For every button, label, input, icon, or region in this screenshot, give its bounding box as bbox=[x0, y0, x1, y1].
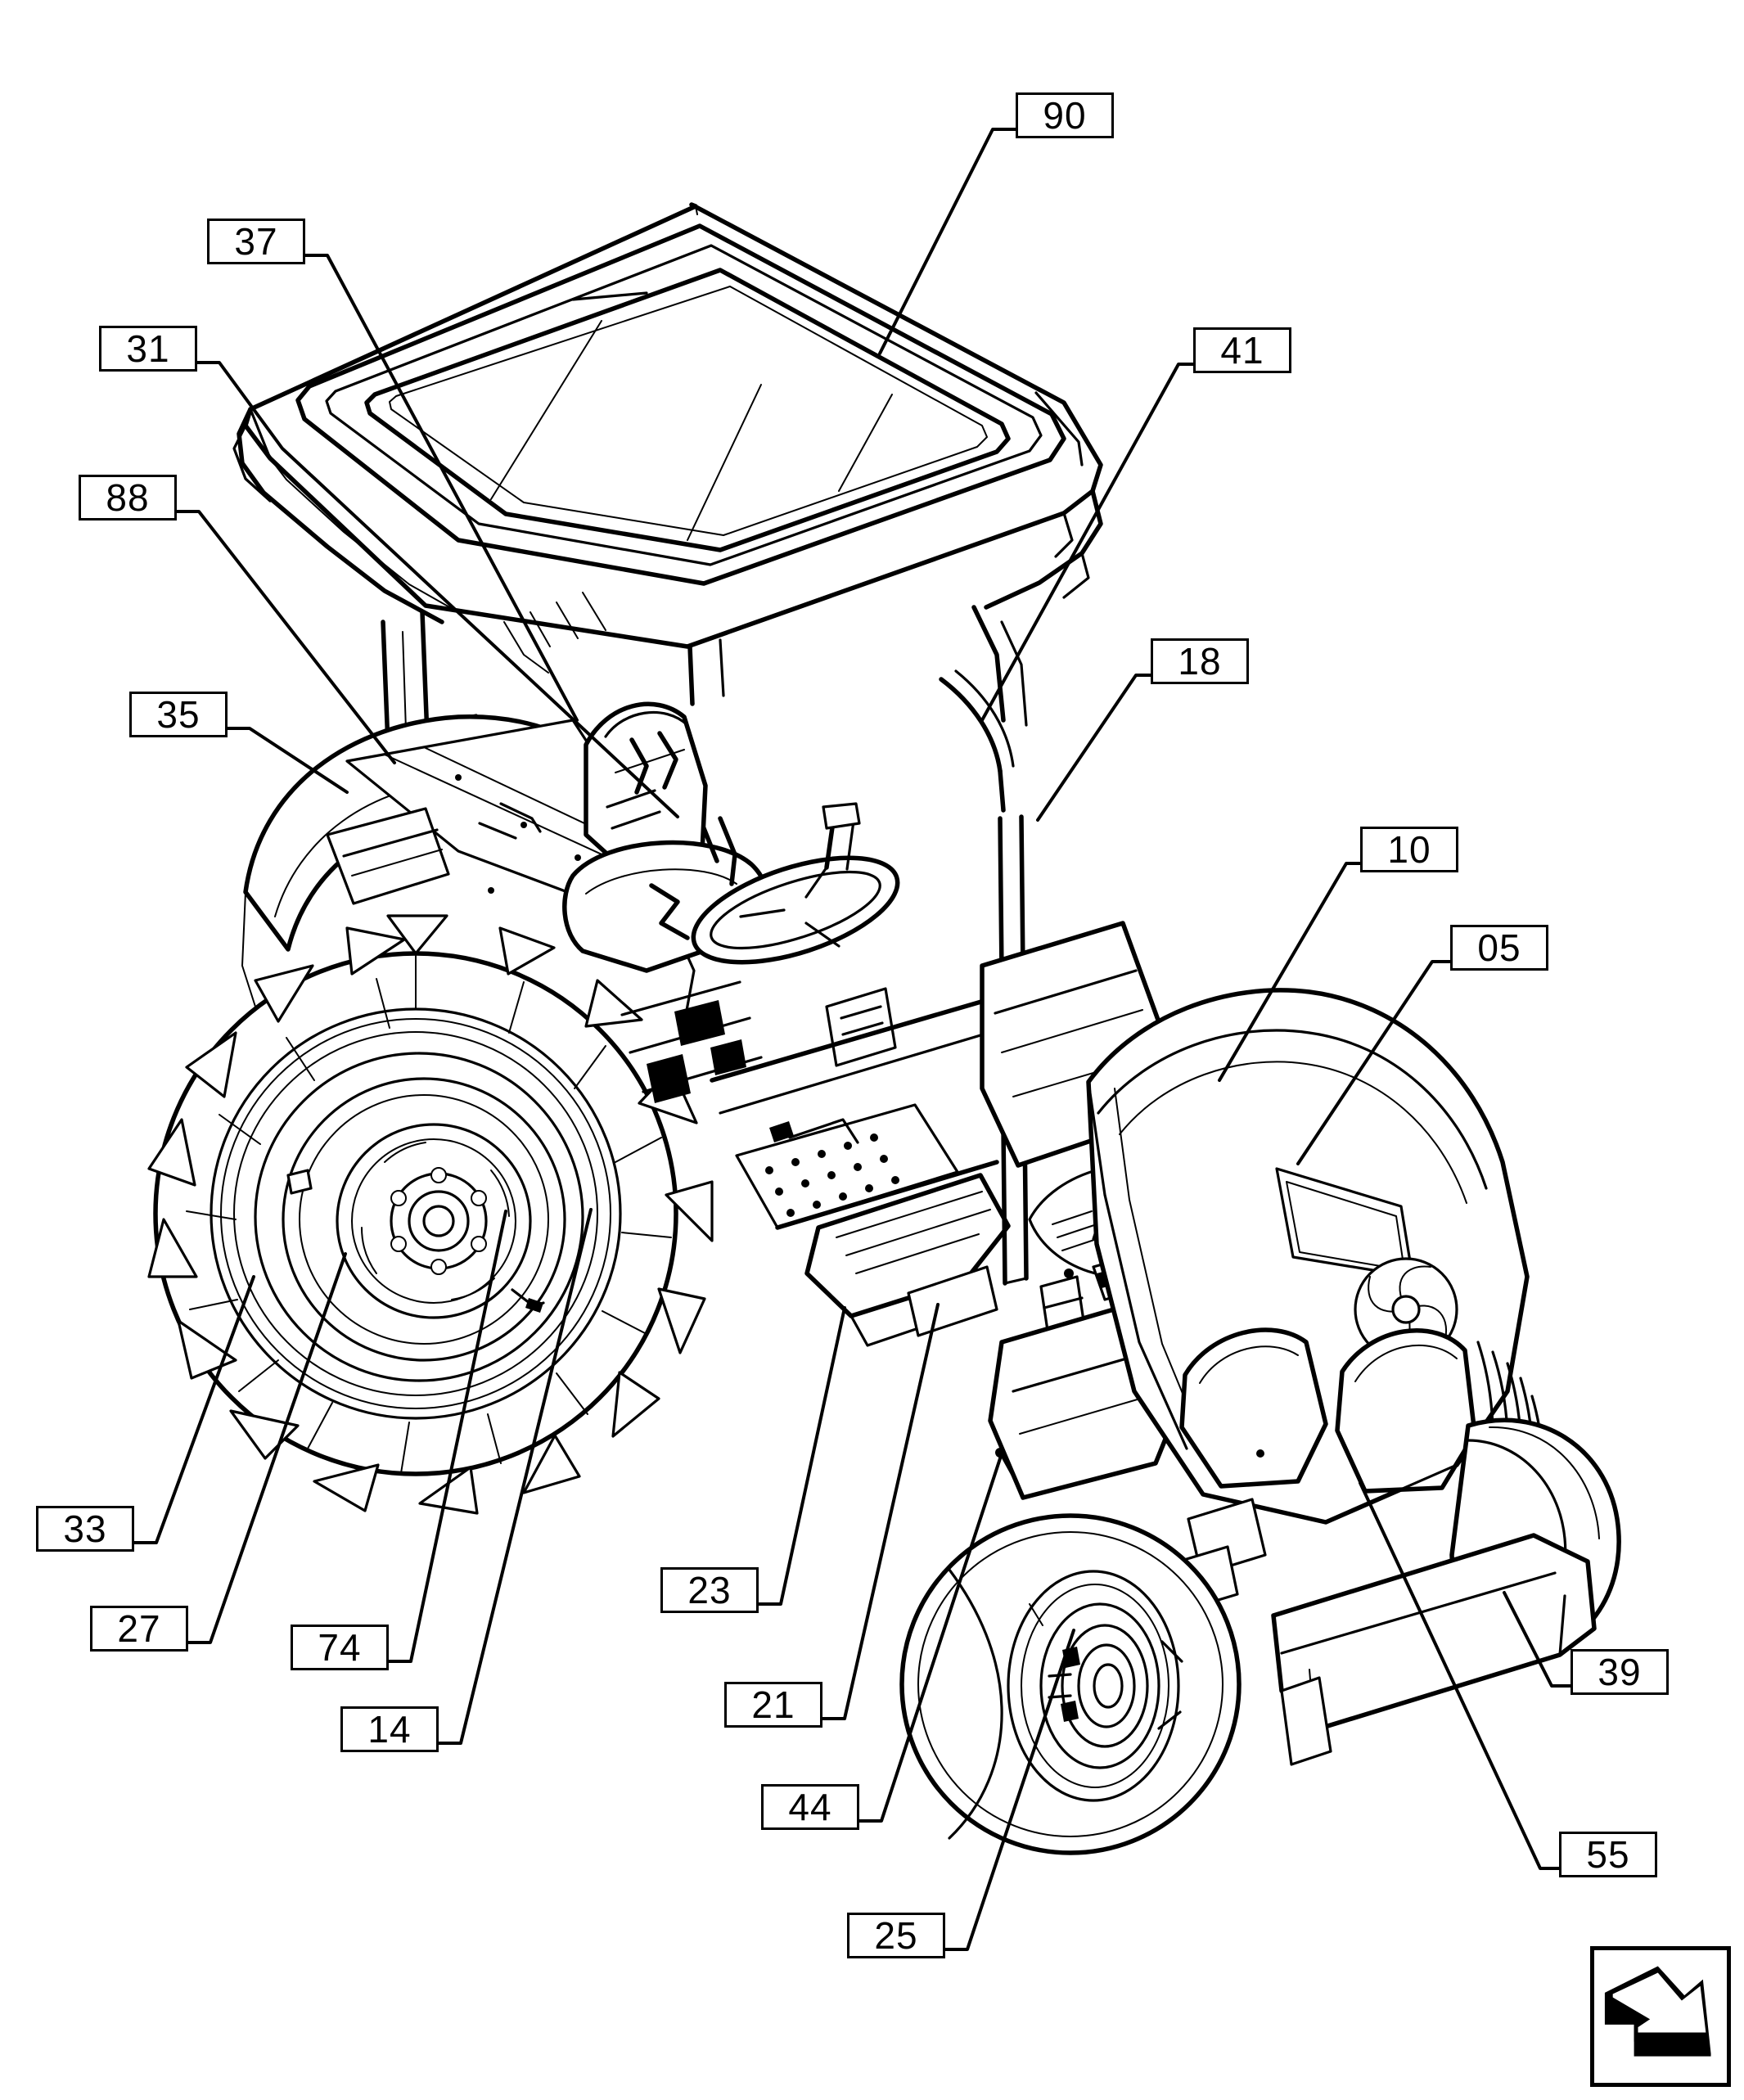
logo-mark-icon bbox=[1604, 1966, 1711, 2057]
callout-label: 39 bbox=[1598, 1651, 1642, 1693]
callout-74[interactable]: 74 bbox=[291, 1625, 389, 1670]
callout-label: 10 bbox=[1387, 828, 1431, 871]
callout-37[interactable]: 37 bbox=[207, 219, 305, 264]
steering-wheel bbox=[691, 802, 900, 965]
callout-31[interactable]: 31 bbox=[99, 326, 197, 372]
leader-39 bbox=[1503, 1591, 1572, 1688]
callout-90[interactable]: 90 bbox=[1016, 92, 1114, 138]
callout-39[interactable]: 39 bbox=[1571, 1649, 1669, 1695]
callout-25[interactable]: 25 bbox=[847, 1913, 945, 1958]
callout-23[interactable]: 23 bbox=[660, 1567, 759, 1613]
callout-21[interactable]: 21 bbox=[724, 1682, 822, 1728]
callout-35[interactable]: 35 bbox=[129, 692, 228, 737]
callout-label: 27 bbox=[117, 1607, 161, 1650]
callout-10[interactable]: 10 bbox=[1360, 827, 1458, 872]
leader-41 bbox=[980, 363, 1195, 722]
callout-33[interactable]: 33 bbox=[36, 1506, 134, 1552]
callout-label: 41 bbox=[1220, 329, 1264, 372]
leader-35 bbox=[226, 727, 349, 794]
callout-05[interactable]: 05 bbox=[1450, 925, 1548, 971]
callout-label: 74 bbox=[318, 1626, 362, 1669]
leader-25 bbox=[944, 1629, 1075, 1951]
callout-label: 55 bbox=[1586, 1833, 1630, 1876]
callout-18[interactable]: 18 bbox=[1151, 638, 1249, 684]
callout-label: 14 bbox=[367, 1708, 412, 1751]
leader-33 bbox=[133, 1275, 255, 1544]
operator-station bbox=[326, 701, 1029, 1230]
leader-44 bbox=[858, 1452, 1003, 1823]
callout-88[interactable]: 88 bbox=[79, 475, 177, 520]
canopy-assembly bbox=[232, 202, 1103, 706]
leader-31 bbox=[196, 361, 679, 818]
callout-label: 21 bbox=[751, 1683, 795, 1726]
callout-label: 37 bbox=[234, 220, 278, 263]
callout-27[interactable]: 27 bbox=[90, 1606, 188, 1652]
leader-05 bbox=[1296, 960, 1452, 1165]
callout-label: 31 bbox=[126, 327, 170, 370]
callout-label: 44 bbox=[788, 1786, 832, 1828]
leader-55 bbox=[1359, 1481, 1561, 1870]
callout-55[interactable]: 55 bbox=[1559, 1832, 1657, 1877]
leader-37 bbox=[304, 254, 579, 722]
rear-wheel bbox=[147, 914, 714, 1515]
manufacturer-logo bbox=[1590, 1946, 1731, 2087]
callout-label: 25 bbox=[874, 1914, 918, 1957]
callout-label: 35 bbox=[156, 693, 201, 736]
leader-74 bbox=[387, 1210, 507, 1663]
callout-label: 90 bbox=[1043, 94, 1087, 137]
leader-90 bbox=[878, 128, 1017, 355]
leader-18 bbox=[1036, 674, 1152, 822]
callout-14[interactable]: 14 bbox=[340, 1706, 439, 1752]
leader-23 bbox=[757, 1306, 846, 1606]
callout-44[interactable]: 44 bbox=[761, 1784, 859, 1830]
front-wheel bbox=[899, 1448, 1242, 1855]
callout-label: 33 bbox=[63, 1507, 107, 1550]
leader-14 bbox=[437, 1208, 593, 1745]
leader-27 bbox=[187, 1252, 347, 1644]
callout-label: 18 bbox=[1178, 640, 1222, 683]
callout-label: 23 bbox=[687, 1569, 732, 1611]
engine-hood bbox=[1086, 988, 1545, 1525]
leader-88 bbox=[175, 510, 396, 764]
callout-label: 88 bbox=[106, 476, 150, 519]
leader-lines bbox=[133, 128, 1572, 1951]
callout-label: 05 bbox=[1477, 926, 1521, 969]
leader-21 bbox=[821, 1303, 940, 1720]
leader-10 bbox=[1218, 862, 1362, 1082]
callout-41[interactable]: 41 bbox=[1193, 327, 1291, 373]
